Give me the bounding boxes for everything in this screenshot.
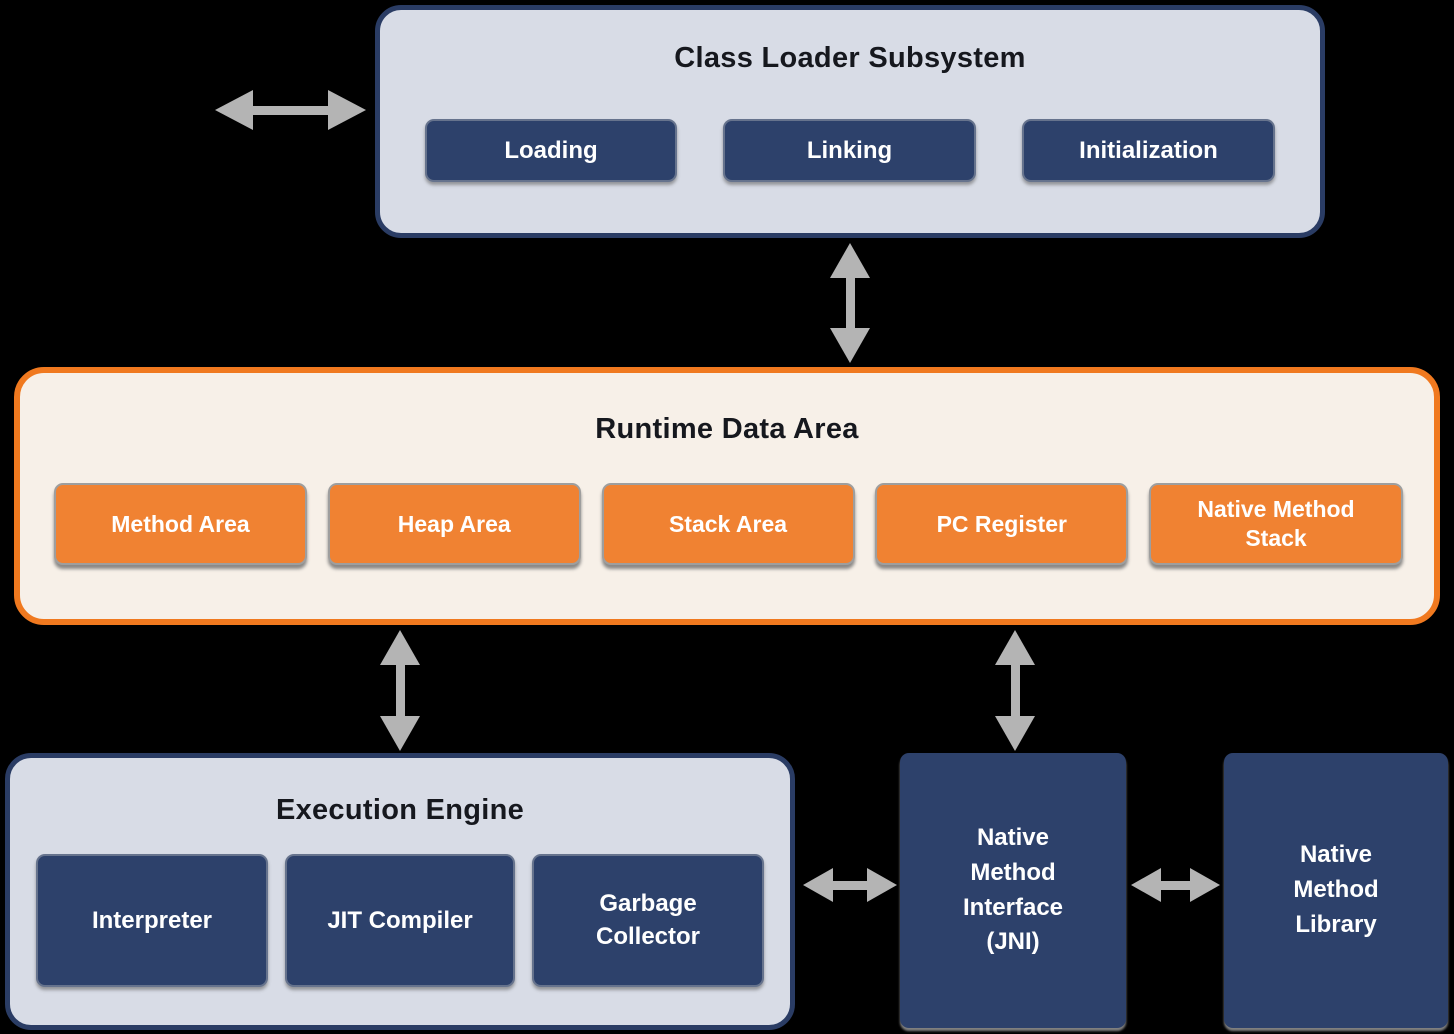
runtime-data-area-panel: Runtime Data Area Method Area Heap Area … xyxy=(14,367,1440,625)
native-method-stack-label: Native Method Stack xyxy=(1197,496,1355,551)
arrow-head-up-icon xyxy=(830,243,870,278)
linking-chip: Linking xyxy=(723,119,976,182)
arrow-shaft xyxy=(1010,665,1020,716)
native-method-interface-block: Native Method Interface (JNI) xyxy=(900,753,1126,1028)
arrow-head-up-icon xyxy=(995,630,1035,665)
class-loader-subsystem-panel: Class Loader Subsystem Loading Linking I… xyxy=(375,5,1325,238)
garbage-collector-label: Garbage Collector xyxy=(595,890,700,950)
double-arrow-horizontal-classloader-icon xyxy=(215,90,366,130)
native-method-library-block: Native Method Library xyxy=(1224,753,1448,1028)
native-method-stack-chip: Native Method Stack xyxy=(1149,483,1403,565)
arrow-shaft xyxy=(845,278,855,328)
arrow-head-up-icon xyxy=(380,630,420,665)
arrow-head-right-icon xyxy=(1190,868,1220,902)
arrow-shaft xyxy=(253,105,328,115)
arrow-head-left-icon xyxy=(215,90,253,130)
arrow-head-right-icon xyxy=(328,90,366,130)
class-loader-subsystem-title: Class Loader Subsystem xyxy=(674,42,1026,74)
execution-engine-panel: Execution Engine Interpreter JIT Compile… xyxy=(5,753,795,1030)
double-arrow-vertical-runtime-jni-icon xyxy=(995,630,1035,751)
heap-area-chip: Heap Area xyxy=(327,483,581,565)
arrow-shaft xyxy=(395,665,405,716)
arrow-head-down-icon xyxy=(830,328,870,363)
double-arrow-horizontal-execution-jni-icon xyxy=(803,868,897,902)
stack-area-chip: Stack Area xyxy=(601,483,855,565)
native-method-library-label: Native Method Library xyxy=(1293,841,1379,938)
arrow-head-down-icon xyxy=(380,716,420,751)
initialization-chip: Initialization xyxy=(1022,119,1275,182)
method-area-chip: Method Area xyxy=(54,483,307,565)
garbage-collector-chip: Garbage Collector xyxy=(532,854,764,987)
interpreter-chip: Interpreter xyxy=(36,854,268,987)
pc-register-chip: PC Register xyxy=(875,483,1129,565)
arrow-head-down-icon xyxy=(995,716,1035,751)
double-arrow-vertical-runtime-execution-icon xyxy=(380,630,420,751)
arrow-shaft xyxy=(1161,880,1190,890)
jit-compiler-chip: JIT Compiler xyxy=(285,854,515,987)
double-arrow-vertical-classloader-runtime-icon xyxy=(830,243,870,363)
runtime-data-area-title: Runtime Data Area xyxy=(595,413,859,445)
execution-engine-title: Execution Engine xyxy=(275,794,525,826)
arrow-head-left-icon xyxy=(803,868,833,902)
native-method-interface-label: Native Method Interface (JNI) xyxy=(962,823,1064,956)
arrow-shaft xyxy=(833,880,867,890)
arrow-head-right-icon xyxy=(867,868,897,902)
arrow-head-left-icon xyxy=(1131,868,1161,902)
double-arrow-horizontal-jni-library-icon xyxy=(1131,868,1220,902)
loading-chip: Loading xyxy=(425,119,677,182)
